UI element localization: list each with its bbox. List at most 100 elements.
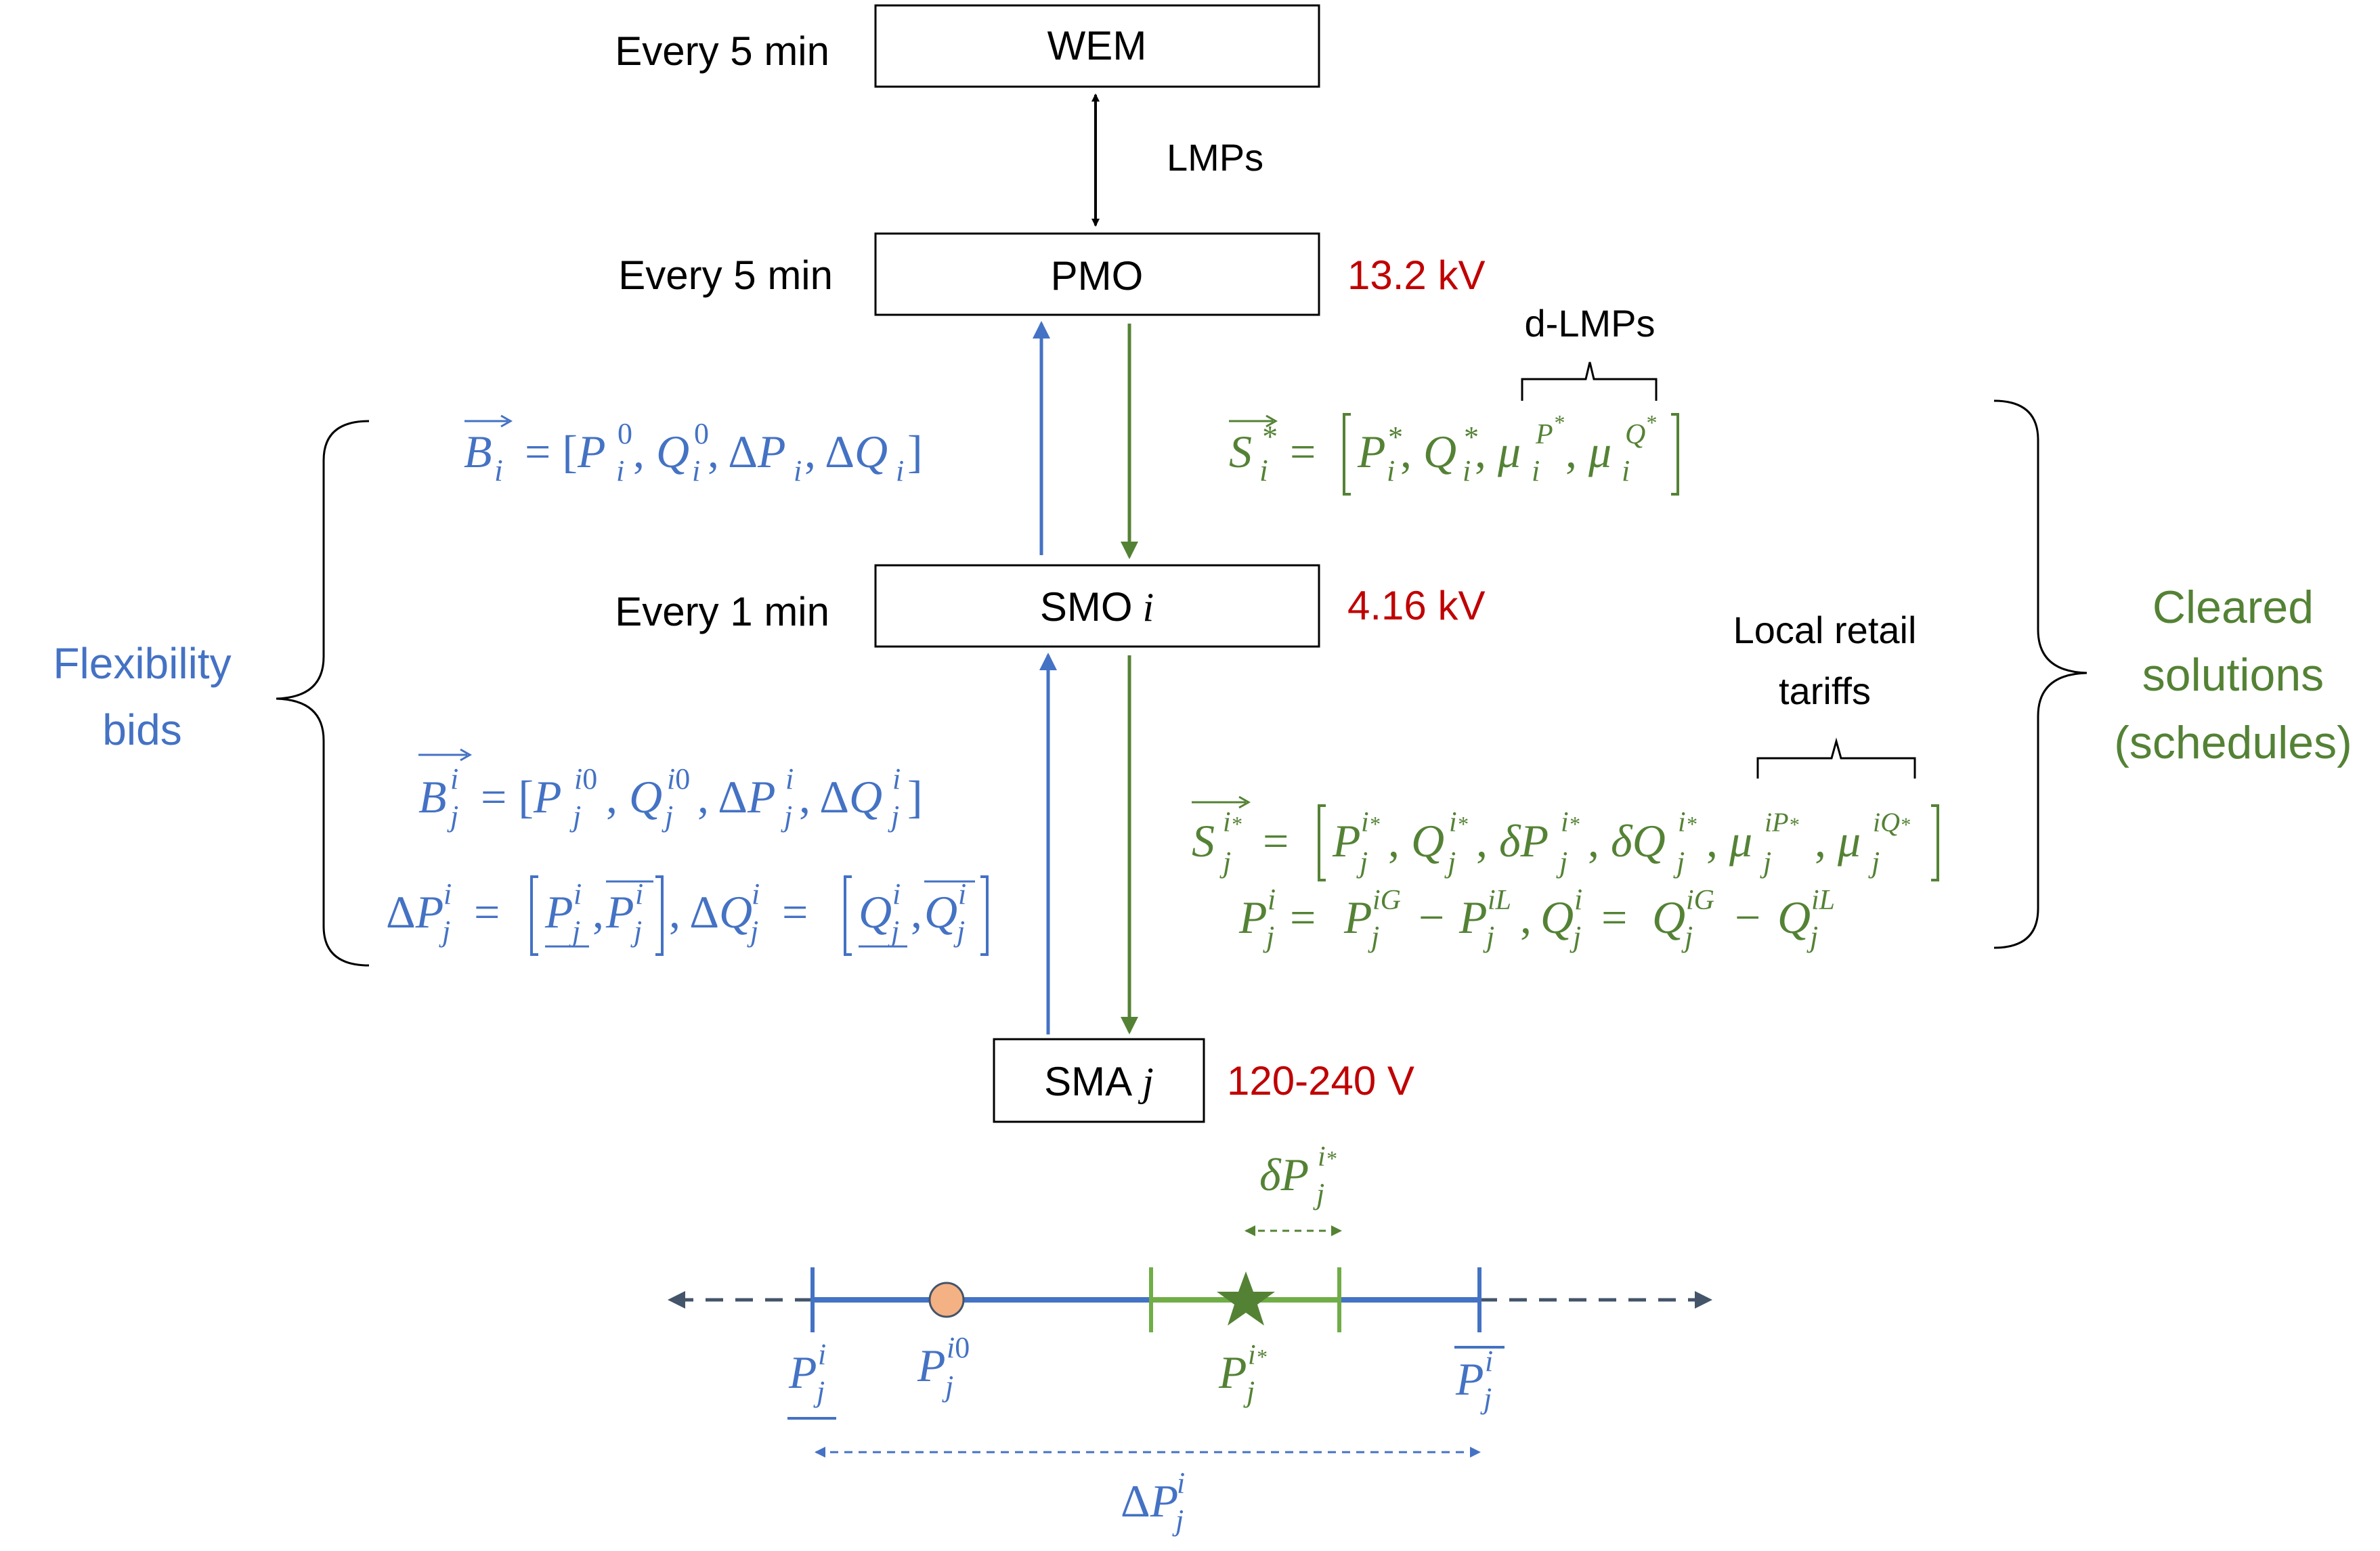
svg-text:j: j: [1172, 1504, 1184, 1537]
svg-text:j: j: [888, 915, 899, 948]
svg-text:,: ,: [911, 886, 922, 938]
flexibility-bids-line2: bids: [102, 705, 181, 754]
svg-text:j: j: [569, 915, 580, 948]
svg-text:i: i: [692, 454, 700, 487]
svg-text:j: j: [447, 800, 458, 833]
svg-text:S: S: [1229, 426, 1252, 477]
svg-text:Q: Q: [1625, 419, 1645, 450]
pmo-timing-label: Every 5 min: [618, 253, 833, 298]
sma-node: SMA j: [993, 1038, 1205, 1123]
svg-text:=: =: [1601, 892, 1627, 943]
svg-text:P: P: [1458, 892, 1488, 943]
svg-text:P: P: [1218, 1347, 1247, 1398]
upper-bound-label: P i j: [1454, 1345, 1505, 1415]
local-retail-line2: tariffs: [1779, 670, 1871, 712]
svg-text:, μ: , μ: [1475, 426, 1521, 477]
svg-text:P: P: [1238, 892, 1268, 943]
cleared-line1: Cleared: [2152, 582, 2314, 633]
svg-text:iG: iG: [1372, 885, 1401, 916]
svg-text:P: P: [1357, 426, 1386, 477]
pmo-bid-equation: B i = [P 0 i , Q 0 i , ΔP i , ΔQ i ]: [464, 414, 923, 487]
svg-text:i: i: [1532, 454, 1540, 487]
svg-text:i0: i0: [947, 1331, 970, 1364]
sma-voltage: 120-240 V: [1227, 1058, 1414, 1104]
svg-text:j: j: [1480, 1382, 1492, 1415]
svg-text:j: j: [1368, 920, 1379, 953]
svg-text:=: =: [1290, 426, 1316, 477]
svg-text:j: j: [813, 1375, 825, 1408]
svg-text:j: j: [1760, 846, 1771, 879]
smo-schedule-equation: S i* j = P i* j , Q i* j , δP i* j , δQ …: [1192, 795, 1939, 881]
smo-voltage: 4.16 kV: [1347, 583, 1485, 628]
star-icon: [1217, 1271, 1275, 1326]
svg-text:, Q: , Q: [1388, 815, 1444, 867]
delta-p-star-label: δP i* j: [1259, 1141, 1337, 1210]
svg-text:, ΔQ: , ΔQ: [799, 771, 882, 823]
svg-text:Q: Q: [1777, 892, 1811, 943]
svg-text:Q: Q: [1540, 892, 1574, 943]
svg-text:P: P: [788, 1347, 817, 1398]
pmo-label: PMO: [1051, 253, 1144, 299]
svg-text:= [P: = [P: [481, 771, 562, 823]
svg-text:j: j: [1681, 920, 1693, 953]
svg-text:Q: Q: [1652, 892, 1685, 943]
svg-text:, Q: , Q: [633, 426, 689, 477]
svg-text:j: j: [1263, 920, 1274, 953]
svg-text:−: −: [1735, 892, 1760, 943]
svg-text:i: i: [1177, 1466, 1185, 1500]
smo-label: SMO i: [1040, 584, 1154, 630]
svg-text:Q: Q: [924, 886, 957, 938]
svg-text:ΔP: ΔP: [386, 886, 443, 938]
svg-text:i: i: [1463, 454, 1471, 487]
svg-text:P: P: [544, 886, 574, 938]
svg-text:i: i: [896, 454, 904, 487]
pmo-schedule-equation: S i * = P * i , Q * i , μ P * i , μ Q * …: [1229, 410, 1679, 496]
svg-text:j: j: [953, 915, 965, 948]
svg-text:P: P: [1332, 815, 1361, 867]
svg-text:i: i: [1387, 454, 1395, 487]
svg-text:i: i: [752, 877, 760, 911]
svg-text:=: =: [1263, 815, 1289, 867]
svg-text:= [P: = [P: [525, 426, 606, 477]
cleared-line3: (schedules): [2114, 717, 2352, 768]
svg-text:j: j: [1356, 846, 1368, 879]
cleared-setpoint-label: P i* j: [1218, 1340, 1267, 1408]
flexibility-bids-line1: Flexibility: [53, 639, 231, 688]
svg-text:i: i: [443, 877, 452, 911]
svg-text:i: i: [450, 762, 458, 795]
pmo-node: PMO: [874, 232, 1320, 316]
svg-text:*: *: [1261, 419, 1276, 454]
svg-text:, ΔP: , ΔP: [708, 426, 786, 477]
svg-text:i0: i0: [574, 762, 597, 795]
svg-text:=: =: [474, 886, 500, 938]
svg-text:i: i: [574, 877, 582, 911]
svg-text:P: P: [1455, 1353, 1484, 1405]
svg-text:j: j: [888, 800, 899, 833]
svg-text:*: *: [1463, 420, 1477, 454]
svg-text:=: =: [1290, 892, 1316, 943]
svg-text:j: j: [1444, 846, 1456, 879]
svg-text:, Q: , Q: [606, 771, 662, 823]
svg-text:j: j: [1570, 920, 1581, 953]
svg-text:i: i: [794, 454, 802, 487]
svg-text:B: B: [418, 771, 447, 823]
svg-text:j: j: [781, 800, 792, 833]
svg-text:Q: Q: [859, 886, 892, 938]
circle-icon: [928, 1282, 965, 1318]
baseline-label: P i0 j: [917, 1331, 970, 1403]
svg-text:i: i: [494, 453, 503, 487]
svg-text:j: j: [1556, 846, 1567, 879]
svg-text:j: j: [1868, 846, 1880, 879]
svg-text:j: j: [1243, 1375, 1255, 1408]
svg-text:i: i: [892, 877, 901, 911]
net-power-equation: P i j = P iG j − P iL j , Q i j = Q iG j…: [1238, 883, 1835, 953]
svg-text:, μ: , μ: [1815, 815, 1861, 867]
svg-text:P: P: [605, 886, 634, 938]
svg-text:j: j: [439, 915, 450, 948]
svg-text:, δQ: , δQ: [1588, 815, 1666, 867]
svg-text:, ΔP: , ΔP: [697, 771, 776, 823]
svg-text:i*: i*: [1223, 807, 1242, 838]
cleared-line2: solutions: [2142, 649, 2324, 701]
dlmps-label: d-LMPs: [1525, 302, 1656, 345]
